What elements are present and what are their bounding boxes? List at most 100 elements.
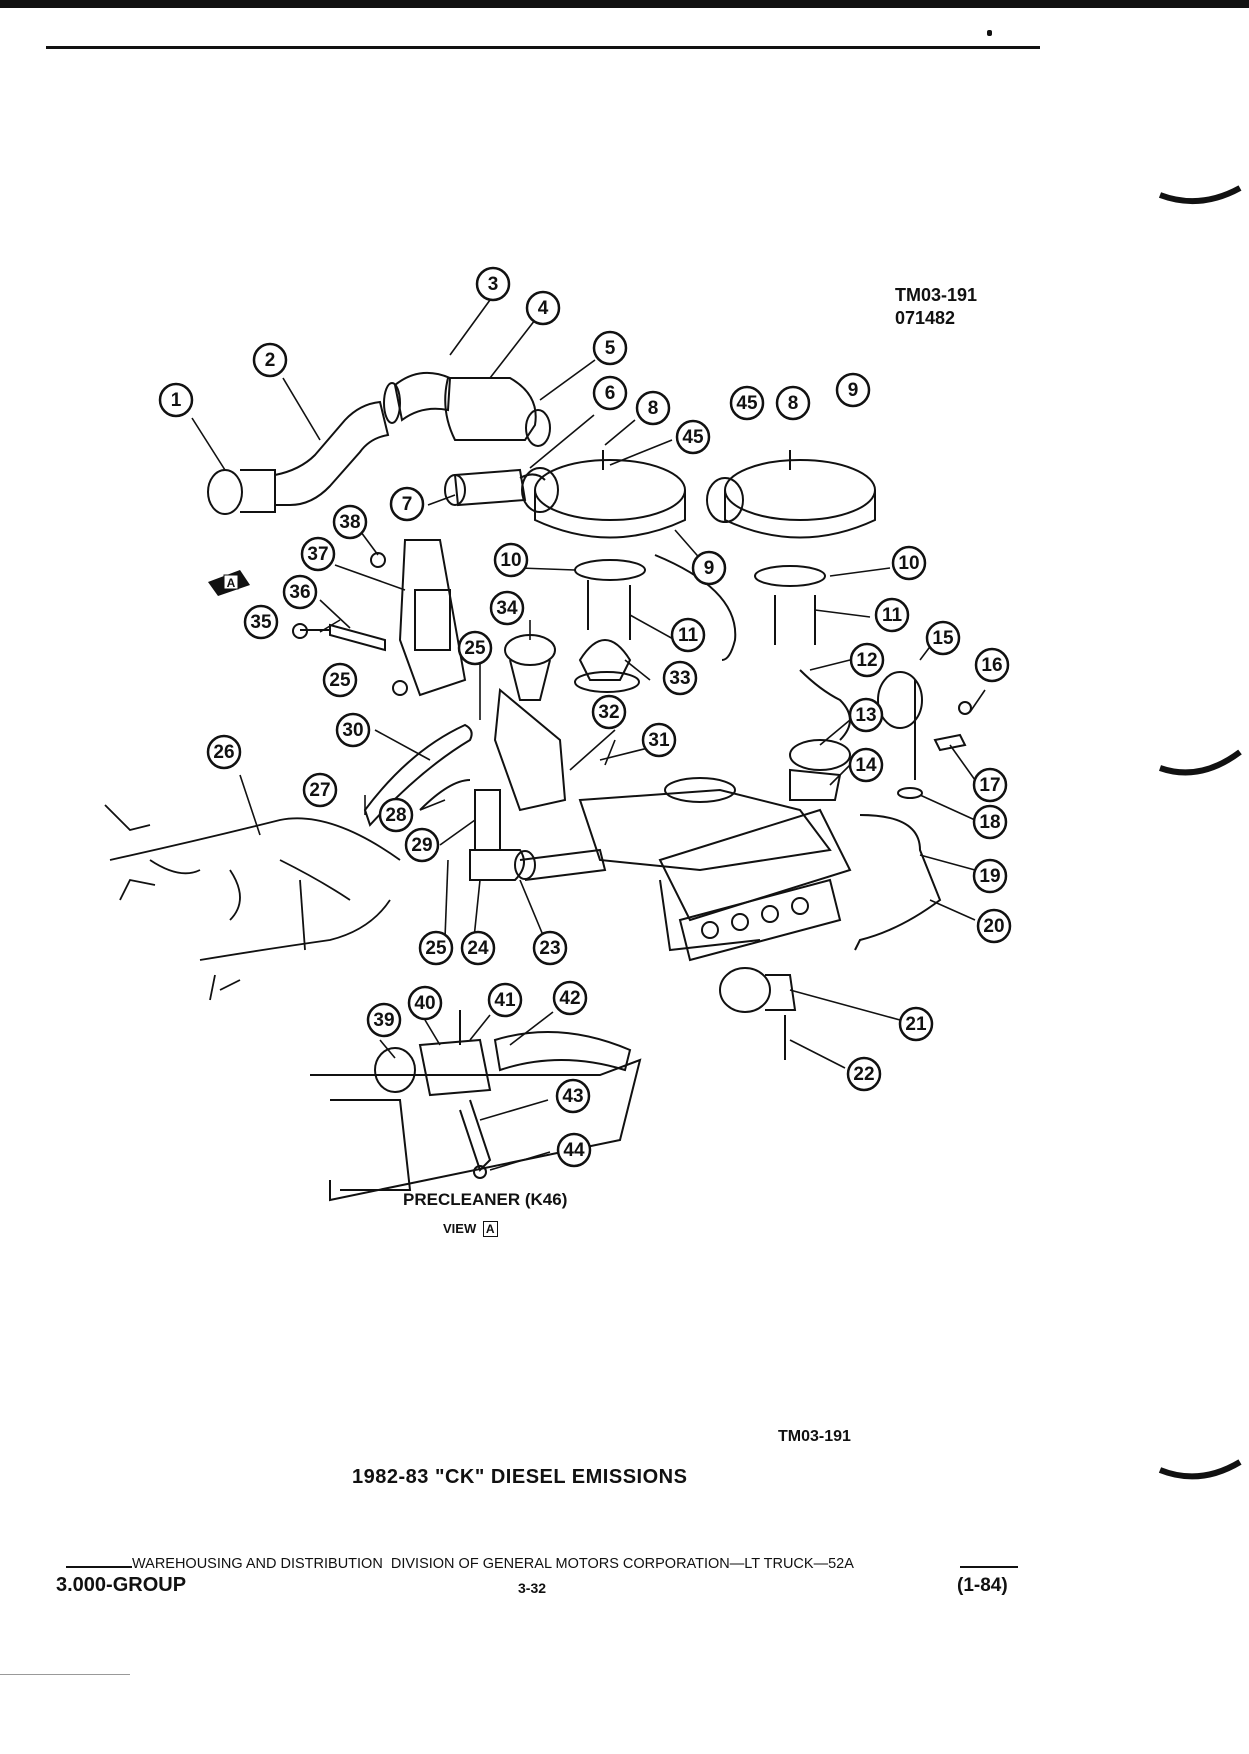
callout-number: 24 (467, 938, 489, 959)
callout-12: 12 (849, 642, 885, 678)
callout-circle (592, 330, 628, 366)
callout-circle (691, 550, 727, 586)
studs-11 (587, 580, 816, 645)
callout-circle (848, 747, 884, 783)
callout-number: 8 (788, 393, 799, 414)
callout-number: 25 (464, 638, 486, 659)
callout-5: 5 (592, 330, 628, 366)
callout-35: 35 (243, 604, 279, 640)
callout-number: 11 (882, 605, 903, 626)
callout-circle (487, 982, 523, 1018)
callout-25: 25 (322, 662, 358, 698)
vacuum-regulator (877, 671, 972, 799)
svg-text:A: A (227, 576, 236, 590)
callout-number: 25 (329, 670, 351, 691)
valve-cover (658, 808, 852, 922)
solenoid-13 (789, 739, 851, 771)
callout-number: 3 (488, 274, 499, 295)
header-rule (46, 46, 1040, 49)
callout-number: 4 (538, 298, 549, 319)
exhaust-manifold (678, 878, 842, 962)
callout-11: 11 (874, 597, 910, 633)
gasket-left (574, 559, 646, 581)
callout-number: 18 (979, 812, 1000, 833)
callout-43: 43 (555, 1078, 591, 1114)
heat-shield-32 (493, 688, 567, 812)
air-cleaner-right-top (724, 459, 876, 521)
air-cleaner-left (521, 450, 686, 539)
callout-number: 43 (562, 1086, 583, 1107)
footer-group: 3.000-GROUP (56, 1574, 187, 1596)
callout-number: 7 (402, 494, 413, 515)
callout-11: 11 (670, 617, 706, 653)
callout-number: 37 (307, 544, 328, 565)
callout-circle (675, 419, 711, 455)
callout-number: 26 (213, 742, 234, 763)
callout-2: 2 (252, 342, 288, 378)
callout-circle (389, 486, 425, 522)
bolt-35-head (292, 623, 308, 639)
footer-division-line: WAREHOUSING AND DISTRIBUTION DIVISION OF… (132, 1556, 854, 1572)
callout-45: 45 (675, 419, 711, 455)
callout-circle (641, 722, 677, 758)
callout-circle (525, 290, 561, 326)
callout-26: 26 (206, 734, 242, 770)
bracket-43 (459, 1099, 492, 1172)
hose-28 (419, 779, 471, 811)
bolt-44 (473, 1165, 487, 1179)
callout-circle (552, 980, 588, 1016)
callout-circle (332, 504, 368, 540)
valve-21-body (719, 967, 771, 1013)
callout-circle (532, 930, 568, 966)
callout-circle (972, 804, 1008, 840)
callout-28: 28 (378, 797, 414, 833)
callout-circle (662, 660, 698, 696)
callout-circle (846, 1056, 882, 1092)
inset-view-text: VIEW (443, 1221, 477, 1236)
crankcase-ventilation (469, 789, 607, 881)
intake-valve-port (444, 474, 466, 506)
fitting-29 (474, 789, 501, 851)
callout-15: 15 (925, 620, 961, 656)
valve-21-arm (765, 974, 797, 1011)
callout-circle (378, 797, 414, 833)
callout-circle (670, 617, 706, 653)
view-a-marker: A (208, 570, 250, 596)
callout-number: 30 (342, 720, 363, 741)
callout-17: 17 (972, 767, 1008, 803)
callout-circle (282, 574, 318, 610)
callout-9: 9 (691, 550, 727, 586)
callout-number: 12 (856, 650, 877, 671)
page-curl-1 (1158, 185, 1242, 205)
air-intake-duct-assembly (207, 371, 551, 515)
throttle-valve (719, 967, 797, 1060)
vacuum-line-19-20 (854, 814, 942, 951)
callout-number: 19 (979, 866, 1000, 887)
callout-number: 28 (385, 805, 406, 826)
callout-21: 21 (898, 1006, 934, 1042)
callout-number: 9 (704, 558, 715, 579)
air-cleaner-right-body (724, 490, 876, 539)
manifold-port (664, 777, 736, 803)
callout-45: 45 (729, 385, 765, 421)
callout-34: 34 (489, 590, 525, 626)
callout-18: 18 (972, 804, 1008, 840)
callout-circle (729, 385, 765, 421)
air-cleaner-left-body (534, 490, 686, 539)
callout-circle (252, 342, 288, 378)
inset-frame (310, 1058, 642, 1202)
callout-circle (848, 697, 884, 733)
callout-circle (457, 630, 493, 666)
gasket-right (754, 565, 826, 587)
engine-block (578, 777, 852, 962)
callout-44: 44 (556, 1132, 592, 1168)
callout-circle (407, 985, 443, 1021)
bracket-14 (789, 768, 842, 801)
callout-number: 22 (853, 1064, 874, 1085)
callout-circle (972, 858, 1008, 894)
egr-valves (504, 634, 640, 701)
callout-number: 45 (682, 427, 704, 448)
callout-number: 29 (411, 835, 432, 856)
elbow-24 (469, 849, 525, 881)
hose-30 (363, 723, 473, 827)
